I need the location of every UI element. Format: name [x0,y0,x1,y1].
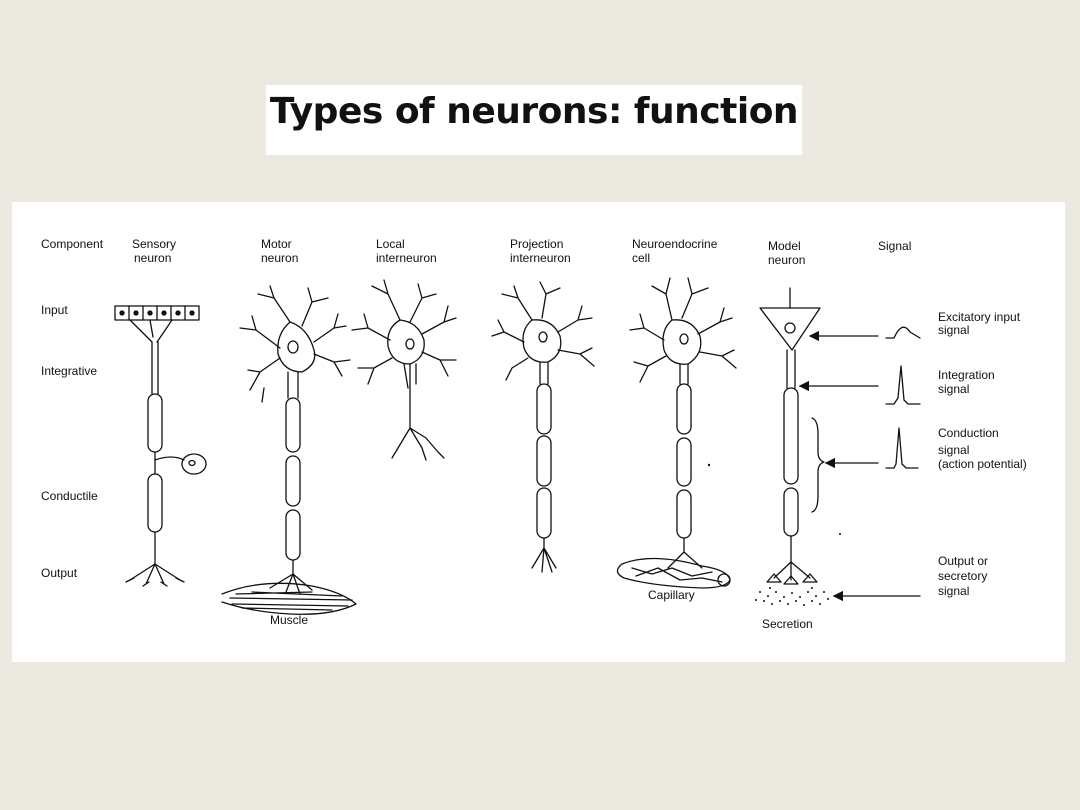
header-model-1: Model [768,239,801,253]
neuron-types-figure: Component Sensory neuron Motor neuron Lo… [12,202,1065,662]
signal-integration-2: signal [938,382,970,396]
local-interneuron [351,279,457,461]
header-local-1: Local [376,237,405,251]
header-motor-2: neuron [261,251,299,265]
signal-traces [885,326,921,469]
signal-excitatory-1: Excitatory input [938,310,1021,324]
header-projection-1: Projection [510,237,564,251]
row-input: Input [41,303,68,317]
excitatory-trace [885,326,921,339]
signal-output-3: signal [938,584,970,598]
action-potential-trace [885,427,919,469]
header-sensory-1: Sensory [132,237,177,251]
signal-conduction-2: signal [938,443,970,457]
signal-arrows [798,330,921,602]
header-neuroendocrine-1: Neuroendocrine [632,237,718,251]
slide-title: Types of neurons: function [269,91,799,132]
header-motor-1: Motor [261,237,292,251]
motor-neuron [221,285,357,615]
signal-output-2: secretory [938,569,988,583]
title-box: Types of neurons: function [266,85,802,155]
signal-integration-1: Integration [938,368,995,382]
header-neuroendocrine-2: cell [632,251,651,265]
integration-trace [885,365,921,405]
sensory-neuron [114,305,207,587]
secretion-dots [755,587,829,606]
header-component: Component [41,237,104,251]
header-model-2: neuron [768,253,806,267]
neuron-diagram [114,277,921,615]
header-local-2: interneuron [376,251,437,265]
header-signal: Signal [878,239,912,253]
target-muscle: Muscle [270,613,309,627]
signal-excitatory-2: signal [938,323,970,337]
row-conductile: Conductile [41,489,98,503]
header-sensory-2: neuron [134,251,172,265]
signal-output-1: Output or [938,554,989,568]
row-output: Output [41,566,78,580]
target-capillary: Capillary [648,588,695,602]
row-integrative: Integrative [41,364,98,378]
header-projection-2: interneuron [510,251,571,265]
target-secretion: Secretion [762,617,813,631]
signal-conduction-1: Conduction [938,426,999,440]
neuroendocrine-cell [616,277,737,589]
signal-conduction-3: (action potential) [938,457,1027,471]
model-neuron [755,287,829,606]
projection-interneuron [491,281,595,573]
